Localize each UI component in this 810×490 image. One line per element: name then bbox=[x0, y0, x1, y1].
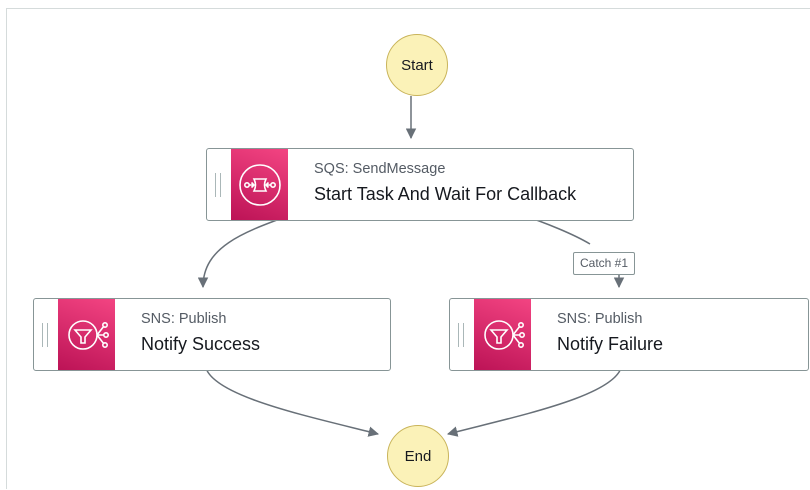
end-node[interactable]: End bbox=[387, 425, 449, 487]
state-service-type: SNS: Publish bbox=[557, 311, 643, 327]
state-service-type: SQS: SendMessage bbox=[314, 161, 446, 177]
edge-failure-to-end bbox=[446, 362, 623, 437]
sqs-queue-icon bbox=[231, 149, 288, 220]
state-service-type: SNS: Publish bbox=[141, 311, 227, 327]
drag-handle[interactable] bbox=[215, 173, 221, 197]
state-start-task[interactable]: SQS: SendMessage Start Task And Wait For… bbox=[206, 148, 634, 221]
drag-handle[interactable] bbox=[458, 323, 464, 347]
start-label: Start bbox=[401, 56, 433, 74]
drag-handle[interactable] bbox=[42, 323, 48, 347]
edge-sqs-to-failure bbox=[515, 212, 619, 287]
edge-sqs-to-success bbox=[197, 212, 297, 289]
state-name: Notify Failure bbox=[557, 334, 664, 354]
workflow-canvas[interactable]: Start SQS: SendMessage Start Task And Wa… bbox=[6, 8, 810, 489]
sns-topic-icon bbox=[58, 299, 115, 370]
catch-label[interactable]: Catch #1 bbox=[573, 252, 636, 275]
state-name: Notify Success bbox=[141, 334, 261, 354]
state-notify-failure[interactable]: SNS: Publish Notify Failure bbox=[449, 298, 809, 371]
end-label: End bbox=[404, 447, 432, 465]
start-node[interactable]: Start bbox=[386, 34, 448, 96]
sns-topic-icon bbox=[474, 299, 531, 370]
state-notify-success[interactable]: SNS: Publish Notify Success bbox=[33, 298, 391, 371]
state-name: Start Task And Wait For Callback bbox=[314, 184, 577, 204]
edge-success-to-end bbox=[204, 362, 380, 437]
